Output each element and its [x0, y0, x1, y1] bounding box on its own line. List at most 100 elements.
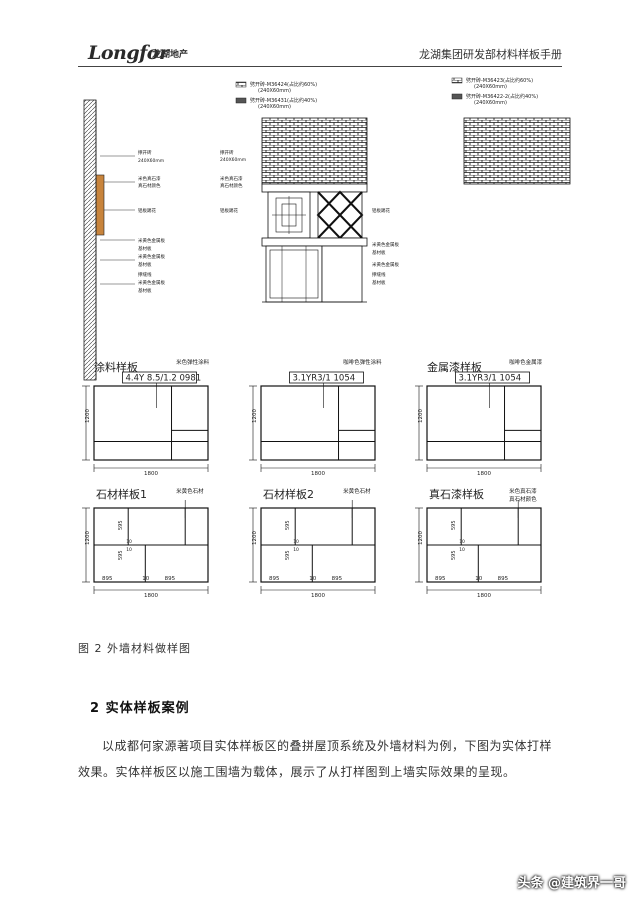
mid-label: 基材板 — [372, 249, 386, 256]
panel-height-dim: 1200 — [252, 531, 258, 545]
dim-label: 10 — [142, 576, 149, 582]
panel-height-dim: 1200 — [85, 531, 91, 545]
mid-legend-item: 劈开砖-M36424(占比约60%) — [250, 81, 317, 88]
mid-label: 真石材颜色 — [220, 182, 243, 189]
drawing-area: 撑开砖 240X60mm 米色真石漆 真石材颜色 铝板踢花 米黄色金属板 基材板… — [82, 77, 571, 599]
elev-label: 米黄色金属板 — [138, 237, 165, 244]
company-logo-cn: 龙湖地产 — [152, 50, 189, 60]
elev-label: 撑开砖 — [138, 149, 152, 156]
mid-legend-item: (240X60mm) — [258, 88, 291, 94]
mid-elevation-labels: 撑开砖 240X60mm 米色真石漆 真石材颜色 铝板踢花 铝板踢花 米黄色金属… — [220, 149, 399, 286]
mid-label: 米黄色金属板 — [372, 261, 399, 268]
mid-label: 240X60mm — [220, 157, 246, 163]
panel-material-note: 米色弹性涂料 — [176, 358, 210, 366]
elev-label: 米色真石漆 — [138, 175, 161, 182]
elev-label: 基材板 — [138, 287, 152, 294]
dim-label: 10 — [309, 576, 316, 582]
section-heading: 2 实体样板案例 — [90, 701, 190, 716]
elev-label: 撑缝线 — [138, 271, 152, 278]
panel-height-dim: 1200 — [418, 409, 424, 423]
dim-label: 895 — [165, 576, 176, 582]
mid-label: 米色真石漆 — [220, 175, 243, 182]
panel-width-dim: 1800 — [477, 593, 491, 599]
elev-label: 基材板 — [138, 245, 152, 252]
dim-label: 895 — [435, 576, 446, 582]
panel-height-dim: 1200 — [252, 409, 258, 423]
color-code: 3.1YR3/1 1054 — [459, 374, 522, 384]
dim-label: 895 — [332, 576, 343, 582]
dim-label: 895 — [498, 576, 509, 582]
color-code-box — [455, 371, 530, 384]
dim-label: 595 — [118, 520, 124, 530]
mid-label: 铝板踢花 — [220, 207, 238, 214]
right-legend: 劈开砖-M36423(占比约60%) (240X60mm) 劈开砖-M36422… — [451, 77, 538, 106]
panel-width-dim: 1800 — [477, 471, 491, 477]
right-legend-item: (240X60mm) — [474, 100, 507, 106]
elev-label: 铝板踢花 — [138, 207, 156, 214]
mid-elevation-drawing — [261, 117, 368, 303]
dim-label: 595 — [451, 550, 457, 560]
elev-label: 240X60mm — [138, 158, 164, 164]
right-brick-panel — [463, 117, 571, 185]
mid-label: 铝板踢花 — [372, 207, 390, 214]
panel-height-dim: 1200 — [85, 409, 91, 423]
panel-outline — [260, 385, 376, 461]
elev-label: 米黄色金属板 — [138, 253, 165, 260]
right-legend-item: 劈开砖-M36423(占比约60%) — [466, 77, 533, 84]
panel-outline — [426, 385, 542, 461]
panel-title: 涂料样板 — [94, 360, 138, 374]
dim-label: 595 — [285, 520, 291, 530]
mid-label: 米黄色金属板 — [372, 241, 399, 248]
dim-label: 10 — [475, 576, 482, 582]
sample-panels: 4.4Y 8.5/1.2 0981涂料样板米色弹性涂料180012003.1YR… — [82, 358, 543, 599]
color-code: 3.1YR3/1 1054 — [293, 374, 356, 384]
dim-label: 10 — [126, 539, 132, 545]
mid-legend-item: (240X60mm) — [258, 104, 291, 110]
wall-section-leaders — [100, 155, 135, 285]
panel-material-note: 真石材颜色 — [509, 495, 537, 503]
mid-label: 撑缝线 — [372, 271, 386, 278]
dim-label: 10 — [459, 539, 465, 545]
dim-label: 595 — [118, 550, 124, 560]
panel-material-note: 咖啡色金属漆 — [509, 358, 543, 366]
panel-outline — [93, 385, 209, 461]
elev-label: 真石材颜色 — [138, 182, 161, 189]
dim-label: 895 — [102, 576, 113, 582]
body-paragraph: 以成都何家源著项目实体样板区的叠拼屋顶系统及外墙材料为例，下图为实体打样效果。实… — [78, 739, 553, 779]
panel-width-dim: 1800 — [311, 471, 325, 477]
dim-label: 10 — [126, 547, 132, 553]
color-code-box — [289, 371, 364, 384]
document-title: 龙湖集团研发部材料样板手册 — [419, 48, 562, 61]
dim-label: 10 — [293, 539, 299, 545]
panel-title: 金属漆样板 — [427, 360, 482, 374]
panel-width-dim: 1800 — [311, 593, 325, 599]
panel-material-note: 咖啡色弹性涂料 — [343, 358, 382, 366]
elev-label: 基材板 — [138, 261, 152, 268]
dim-label: 595 — [285, 550, 291, 560]
mid-legend: 劈开砖-M36424(占比约60%) (240X60mm) 劈开砖-M36431… — [235, 81, 317, 110]
figure-caption: 图 2 外墙材料做样图 — [78, 642, 191, 655]
company-logo: Longfor — [88, 42, 169, 64]
mid-label: 基材板 — [372, 279, 386, 286]
panel-height-dim: 1200 — [418, 531, 424, 545]
wall-section-labels: 撑开砖 240X60mm 米色真石漆 真石材颜色 铝板踢花 米黄色金属板 基材板… — [138, 149, 165, 294]
dim-label: 10 — [459, 547, 465, 553]
elev-label: 米黄色金属板 — [138, 279, 165, 286]
panel-material-note: 米色真石漆 — [509, 487, 537, 495]
panel-width-dim: 1800 — [144, 471, 158, 477]
mid-label: 撑开砖 — [220, 149, 234, 156]
panel-title: 石材样板1 — [96, 487, 147, 501]
panel-width-dim: 1800 — [144, 593, 158, 599]
dim-label: 10 — [293, 547, 299, 553]
mid-legend-item: 劈开砖-M36431(占比约40%) — [250, 97, 317, 104]
dim-label: 895 — [269, 576, 280, 582]
right-legend-item: (240X60mm) — [474, 84, 507, 90]
color-code-box — [122, 371, 197, 384]
dim-label: 595 — [451, 520, 457, 530]
panel-material-note: 米黄色石材 — [176, 487, 204, 495]
right-legend-item: 劈开砖-M36422-2(占比约40%) — [466, 93, 538, 100]
watermark: 头条 @建筑界一哥 — [517, 876, 626, 891]
header-rule — [78, 66, 562, 67]
panel-material-note: 米黄色石材 — [343, 487, 371, 495]
wall-section-drawing — [83, 99, 105, 381]
